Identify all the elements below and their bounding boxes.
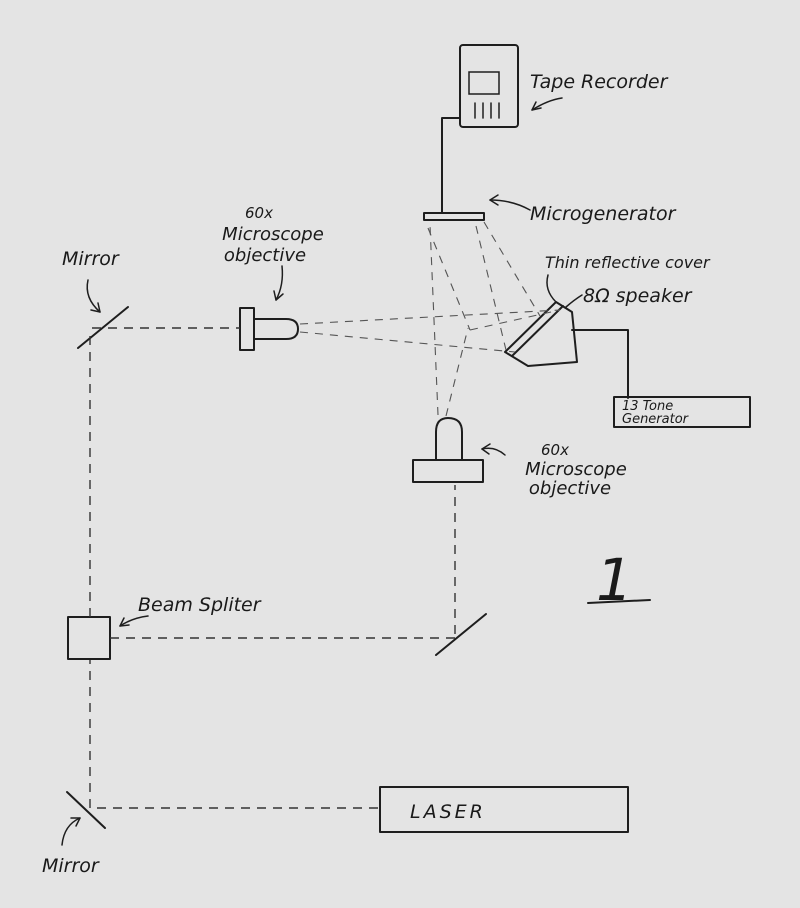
speaker-arrow xyxy=(565,294,583,308)
page-number-underline xyxy=(587,599,651,604)
objective-bottom-arrowhead xyxy=(481,443,491,455)
beam-splitter xyxy=(67,616,111,660)
thin-cover-arrow xyxy=(546,274,557,303)
objective-top-mag: 60x xyxy=(245,204,273,222)
beam-splitter-arrow xyxy=(119,615,149,627)
laser-label: LASER xyxy=(410,801,486,823)
tone-generator xyxy=(613,396,751,428)
thin-cover-label: Thin reflective cover xyxy=(545,253,711,272)
mirror-bottom-arrowhead xyxy=(70,817,81,827)
mirror-top-label: Mirror xyxy=(62,248,120,270)
objective-horizontal xyxy=(239,307,299,351)
objective-bottom-mag: 60x xyxy=(541,441,569,459)
tone-generator-line2: Generator xyxy=(622,412,690,427)
objective-bottom-line1: Microscope xyxy=(525,459,627,480)
mirror-top-arrow xyxy=(86,279,101,313)
objective-vertical xyxy=(412,417,484,483)
wire-recorder xyxy=(441,117,461,214)
mirror-top-arrowhead xyxy=(90,302,101,313)
laser xyxy=(379,786,629,833)
tape-recorder-arrow xyxy=(531,97,563,111)
mirror-bottom-label: Mirror xyxy=(42,855,100,877)
tape-recorder-label: Tape Recorder xyxy=(530,71,669,93)
tape-recorder-arrowhead xyxy=(531,101,542,111)
microgenerator xyxy=(423,212,485,221)
page-number: 1 xyxy=(596,546,633,614)
mirror-bottom-arrow xyxy=(61,817,81,846)
tone-generator-line1: 13 Tone xyxy=(622,399,673,414)
speaker-label: 8Ω speaker xyxy=(583,285,693,307)
objective-top-arrow xyxy=(275,265,284,301)
objective-bottom-arrow xyxy=(481,447,506,456)
wire-speaker xyxy=(571,329,629,399)
microgenerator-arrow xyxy=(489,199,531,211)
mirror-top xyxy=(77,306,129,349)
objective-top-arrowhead xyxy=(273,290,284,301)
objective-top-line1: Microscope xyxy=(222,224,324,245)
mirror-right xyxy=(435,613,487,656)
tape-recorder xyxy=(459,44,519,128)
microgenerator-label: Microgenerator xyxy=(530,203,677,225)
objective-top-line2: objective xyxy=(224,245,306,266)
speaker xyxy=(504,301,578,367)
beam-splitter-label: Beam Spliter xyxy=(138,594,262,616)
beam-paths xyxy=(89,221,561,809)
beam-splitter-arrowhead xyxy=(119,617,130,627)
microgenerator-arrowhead xyxy=(489,194,499,206)
objective-bottom-line2: objective xyxy=(529,478,611,499)
mirror-bottom xyxy=(66,791,106,829)
